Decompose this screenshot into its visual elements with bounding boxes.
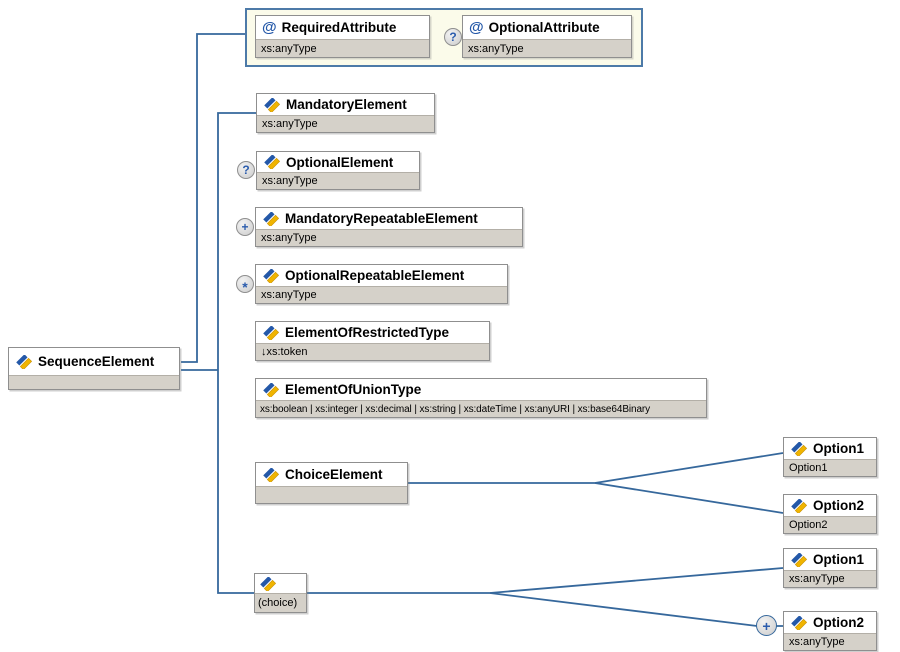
element-node-elementofrestrictedtype[interactable]: ElementOfRestrictedType ↓xs:token — [255, 321, 490, 361]
element-node-mandatoryrepeatableelement[interactable]: MandatoryRepeatableElement xs:anyType — [255, 207, 523, 247]
choice-group-title — [255, 574, 306, 593]
element-node-elementofuniontype[interactable]: ElementOfUnionType xs:boolean | xs:integ… — [255, 378, 707, 418]
element-icon — [259, 576, 277, 591]
element-node-group-option2[interactable]: Option2 xs:anyType — [783, 611, 877, 651]
connector-choicegroup-option2 — [489, 592, 783, 627]
element-title: Option1 — [784, 549, 876, 570]
element-title: MandatoryRepeatableElement — [256, 208, 522, 229]
element-name: MandatoryRepeatableElement — [285, 211, 478, 226]
element-type — [9, 375, 179, 389]
element-title: ChoiceElement — [256, 463, 407, 486]
element-type: xs:anyType — [256, 286, 507, 303]
element-name: Option1 — [813, 441, 864, 456]
element-name: MandatoryElement — [286, 97, 407, 112]
attribute-type: xs:anyType — [256, 39, 429, 57]
optional-repeat-occurrence-badge: * — [236, 275, 254, 295]
element-type — [256, 486, 407, 503]
element-type: xs:anyType — [257, 172, 419, 189]
element-name: Option2 — [813, 615, 864, 630]
element-icon — [262, 467, 280, 482]
connector-root-to-attributes — [181, 33, 245, 363]
repeat-occurrence-badge: + — [236, 218, 254, 236]
element-icon — [790, 498, 808, 513]
element-icon — [263, 155, 281, 169]
element-name: ElementOfUnionType — [285, 382, 422, 397]
element-name: ChoiceElement — [285, 467, 383, 482]
element-icon — [790, 552, 808, 567]
attribute-node-optional[interactable]: @ OptionalAttribute xs:anyType — [462, 15, 632, 58]
element-type: xs:anyType — [784, 633, 876, 650]
element-title: Option2 — [784, 612, 876, 633]
element-node-choice-option2[interactable]: Option2 Option2 — [783, 494, 877, 534]
element-node-choice-option1[interactable]: Option1 Option1 — [783, 437, 877, 477]
attribute-name: OptionalAttribute — [488, 20, 600, 35]
element-type: xs:anyType — [256, 229, 522, 246]
element-type: Option1 — [784, 459, 876, 476]
attribute-title: @ RequiredAttribute — [256, 16, 429, 39]
element-title: MandatoryElement — [257, 94, 434, 115]
element-node-choiceelement[interactable]: ChoiceElement — [255, 462, 408, 504]
element-icon — [263, 97, 281, 112]
element-type: Option2 — [784, 516, 876, 533]
element-node-optionalrepeatableelement[interactable]: OptionalRepeatableElement xs:anyType — [255, 264, 508, 304]
element-title: ElementOfRestrictedType — [256, 322, 489, 343]
element-title: Option1 — [784, 438, 876, 459]
element-title: Option2 — [784, 495, 876, 516]
element-icon — [262, 382, 280, 397]
connector-choiceelement-option1 — [408, 452, 784, 484]
element-node-optionalelement[interactable]: OptionalElement xs:anyType — [256, 151, 420, 190]
element-title: ElementOfUnionType — [256, 379, 706, 400]
element-name: SequenceElement — [38, 354, 155, 369]
element-icon — [262, 325, 280, 340]
choice-group-node[interactable]: (choice) — [254, 573, 307, 613]
connector-choiceelement-option2 — [594, 482, 784, 514]
attribute-type: xs:anyType — [463, 39, 631, 57]
connector-choicegroup-option1 — [307, 567, 784, 594]
element-title: OptionalRepeatableElement — [256, 265, 507, 286]
element-name: ElementOfRestrictedType — [285, 325, 450, 340]
element-type: xs:anyType — [784, 570, 876, 587]
element-type: xs:anyType — [257, 115, 434, 132]
element-icon — [790, 441, 808, 456]
element-type: xs:boolean | xs:integer | xs:decimal | x… — [256, 400, 706, 417]
optional-occurrence-badge: ? — [237, 161, 255, 179]
element-icon — [15, 354, 33, 369]
attribute-icon: @ — [262, 19, 277, 36]
element-name: OptionalRepeatableElement — [285, 268, 465, 283]
optional-occurrence-badge: ? — [444, 28, 462, 46]
element-icon — [262, 268, 280, 283]
repeat-occurrence-badge: + — [756, 615, 777, 636]
element-title: OptionalElement — [257, 152, 419, 172]
element-icon — [790, 615, 808, 630]
element-type: ↓xs:token — [256, 343, 489, 360]
attribute-name: RequiredAttribute — [281, 20, 397, 35]
element-node-mandatoryelement[interactable]: MandatoryElement xs:anyType — [256, 93, 435, 133]
element-name: OptionalElement — [286, 154, 394, 170]
element-icon — [262, 211, 280, 226]
choice-group-label: (choice) — [255, 593, 306, 612]
element-name: Option2 — [813, 498, 864, 513]
attribute-title: @ OptionalAttribute — [463, 16, 631, 39]
element-node-sequenceelement[interactable]: SequenceElement — [8, 347, 180, 390]
element-node-group-option1[interactable]: Option1 xs:anyType — [783, 548, 877, 588]
element-title: SequenceElement — [9, 348, 179, 375]
connector-children-trunk — [217, 112, 256, 594]
attribute-icon: @ — [469, 19, 484, 36]
element-name: Option1 — [813, 552, 864, 567]
attribute-node-required[interactable]: @ RequiredAttribute xs:anyType — [255, 15, 430, 58]
